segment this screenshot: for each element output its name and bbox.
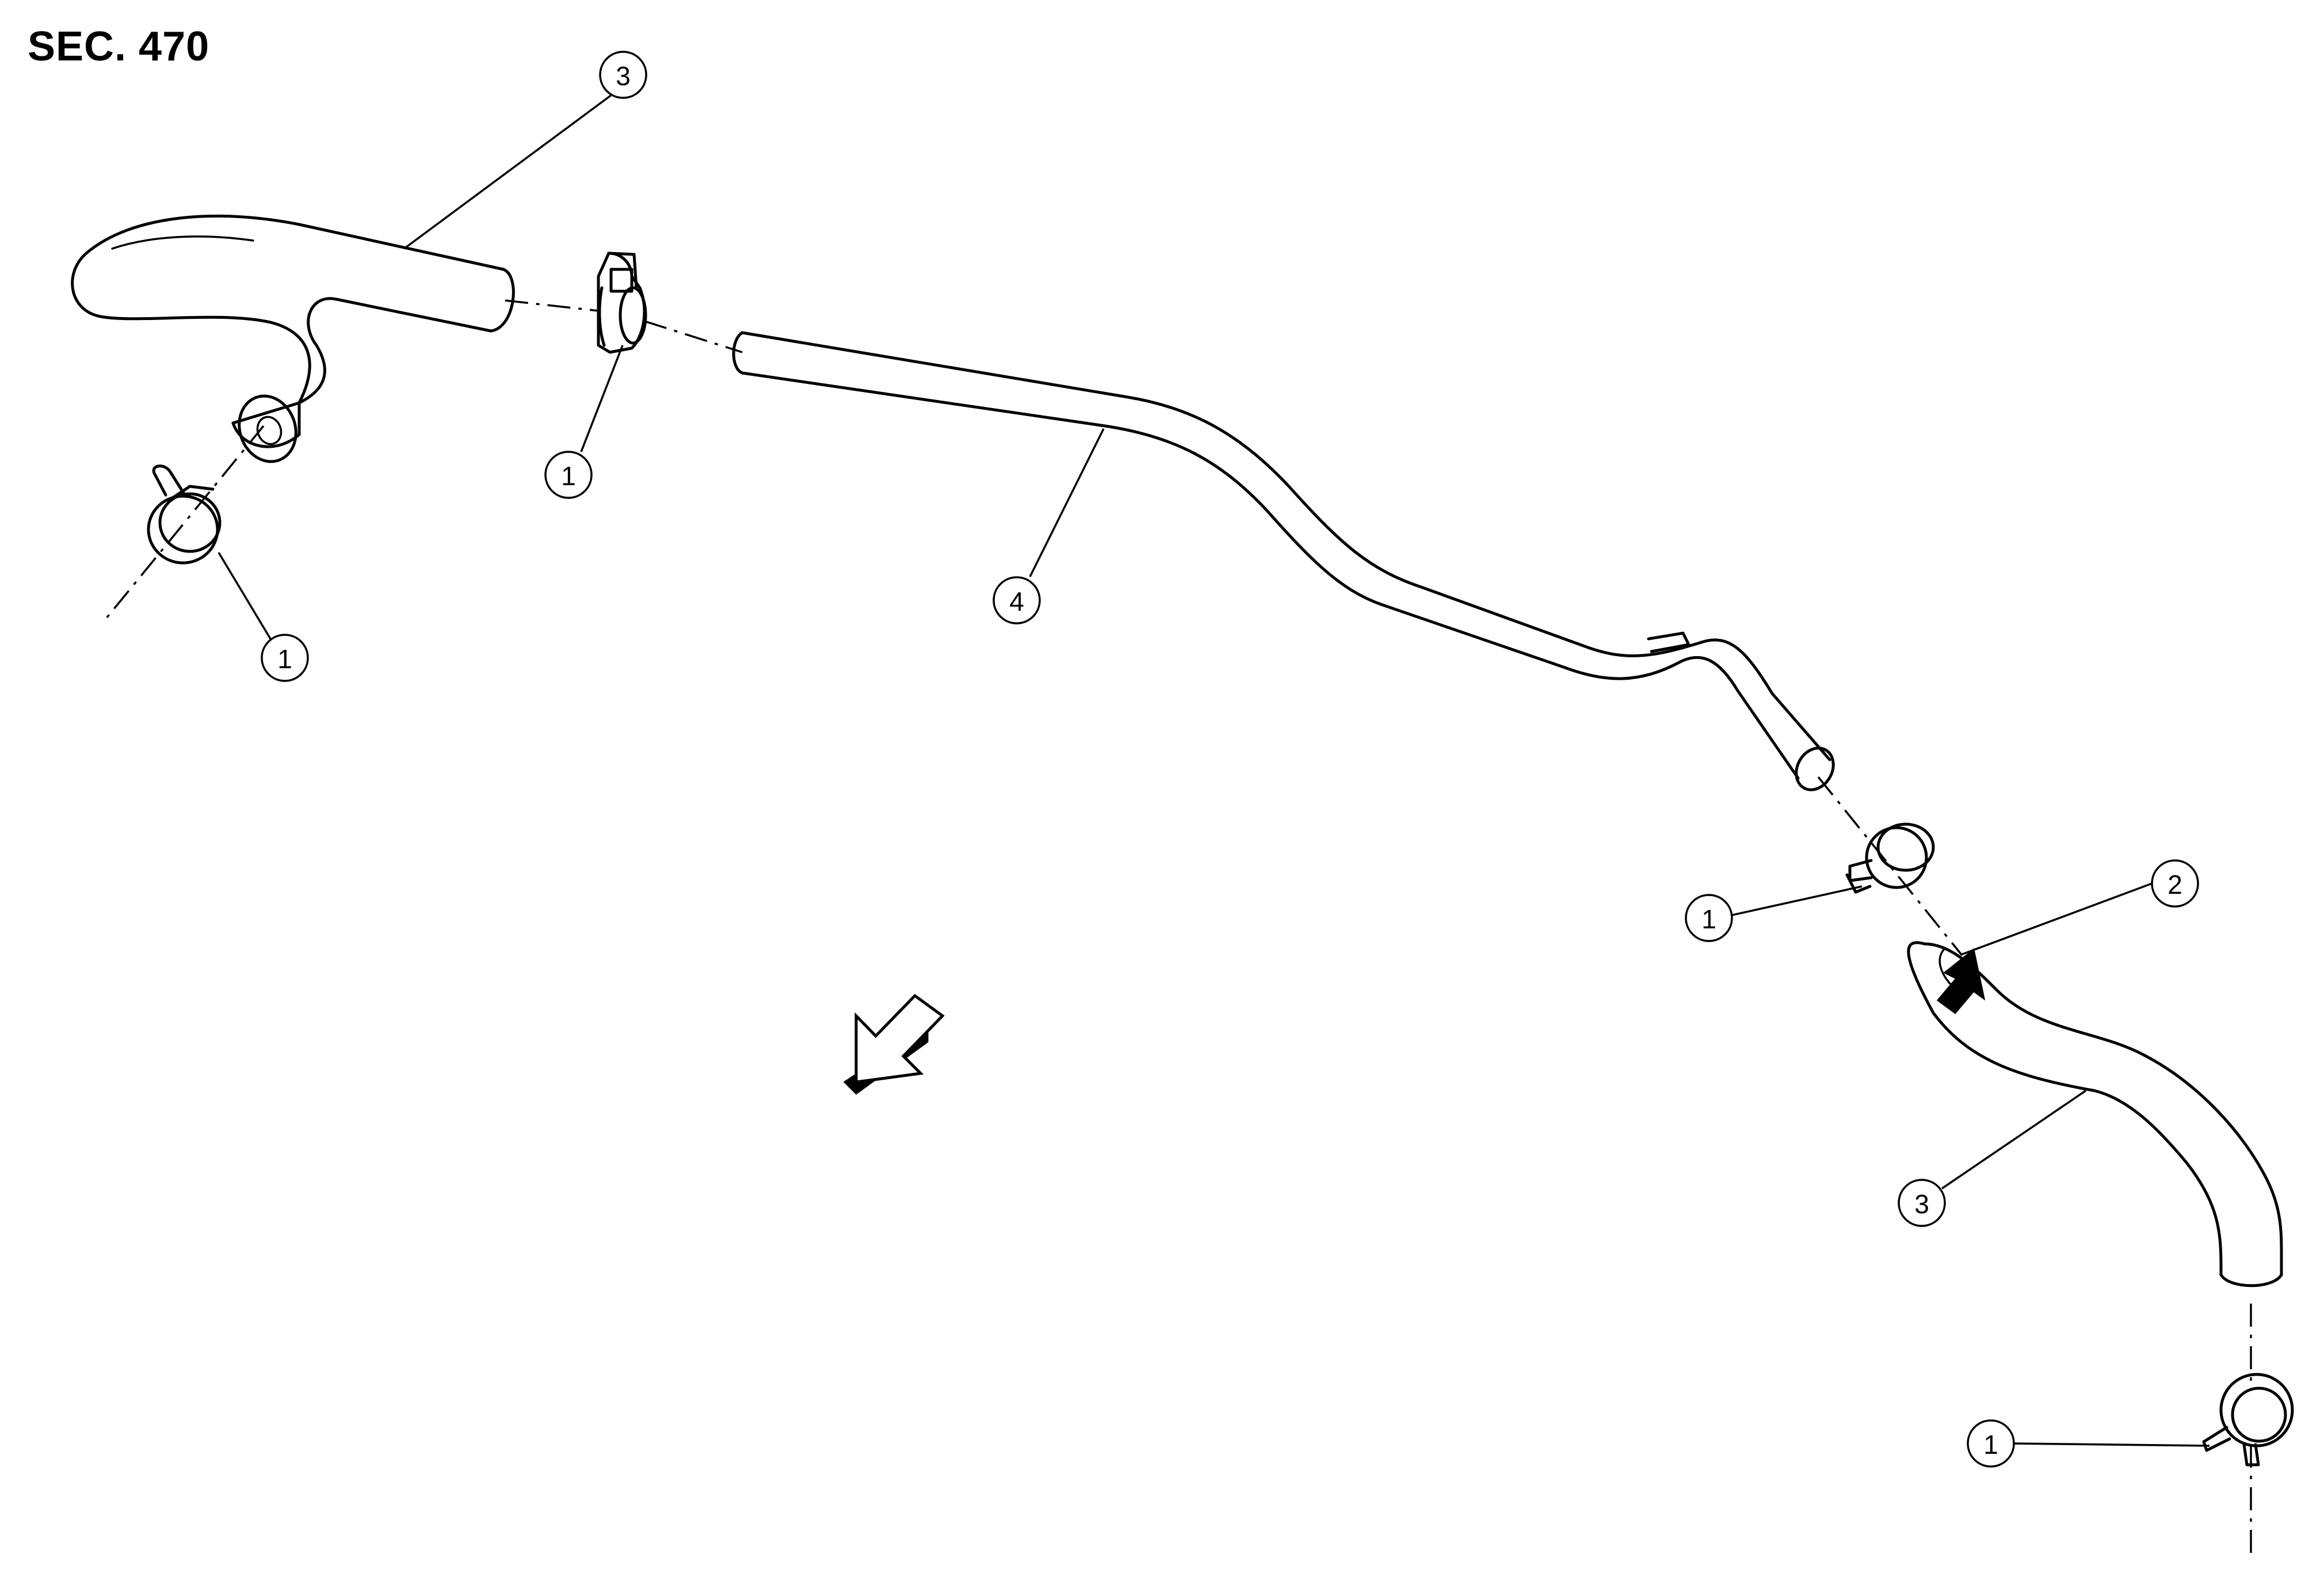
callout-1-connector: 1 <box>544 451 593 499</box>
section-title: SEC. 470 <box>28 24 210 70</box>
svg-text:4: 4 <box>1009 586 1024 616</box>
callout-3-top: 3 <box>599 51 647 99</box>
svg-text:2: 2 <box>2167 870 2182 900</box>
connector <box>597 252 647 354</box>
clamp-bottom <box>2202 1373 2294 1466</box>
outline-arrow-icon <box>843 993 945 1095</box>
svg-text:3: 3 <box>1914 1189 1929 1219</box>
solid-arrow-icon <box>1936 948 1986 1015</box>
svg-text:1: 1 <box>277 644 292 674</box>
hose-4-main <box>732 331 1835 791</box>
hose-3-bottom <box>1907 941 2283 1287</box>
callout-1-left-clamp: 1 <box>261 634 309 682</box>
callout-2-mark: 2 <box>2151 859 2199 908</box>
svg-text:1: 1 <box>1701 904 1716 934</box>
centerlines <box>102 299 2252 1554</box>
callout-1-bottom-clamp: 1 <box>1967 1419 2015 1468</box>
clamp-left <box>147 464 222 565</box>
svg-text:1: 1 <box>1983 1430 1998 1460</box>
callout-3-bottom: 3 <box>1898 1179 1946 1227</box>
svg-text:1: 1 <box>561 461 576 491</box>
svg-text:3: 3 <box>616 61 631 91</box>
clamp-mid <box>1845 822 1935 894</box>
callout-1-mid-clamp: 1 <box>1685 894 1733 942</box>
hose-3-top <box>71 214 515 463</box>
leader-lines <box>217 85 2210 1447</box>
callout-4-main-hose: 4 <box>993 576 1041 624</box>
